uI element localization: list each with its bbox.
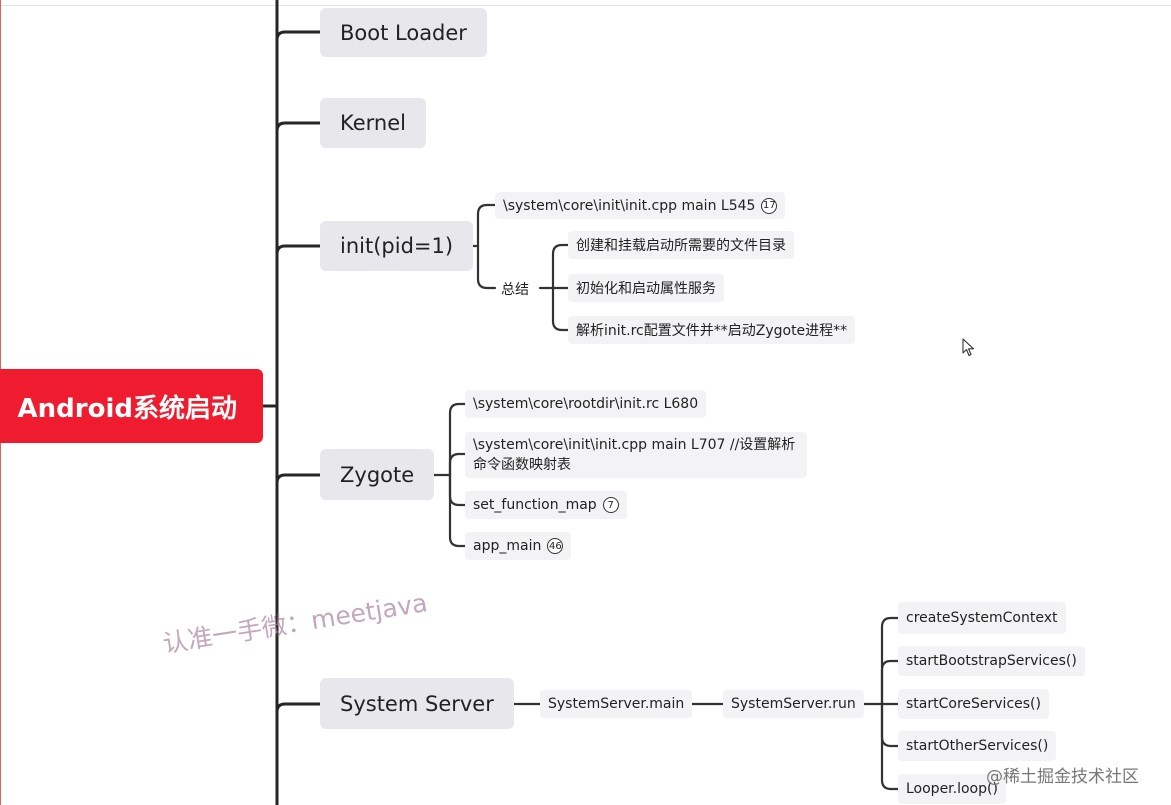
- node-zygote-child-2[interactable]: \system\core\init\init.cpp main L707 //设…: [465, 432, 807, 478]
- count-badge[interactable]: 46: [547, 538, 564, 554]
- node-system-server[interactable]: System Server: [320, 678, 514, 729]
- node-ss-child-2[interactable]: startBootstrapServices(): [898, 646, 1085, 676]
- node-boot-loader[interactable]: Boot Loader: [320, 8, 487, 57]
- edge-boot-loader: [275, 30, 322, 42]
- edge-summary-item-3: [551, 286, 570, 332]
- edge-ss-child-5: [880, 702, 900, 791]
- node-ss-child-5[interactable]: Looper.loop(): [898, 774, 1006, 804]
- node-ss-child-4[interactable]: startOtherServices(): [898, 731, 1057, 761]
- node-zygote[interactable]: Zygote: [320, 449, 435, 500]
- edge-ss-child-2: [880, 659, 900, 706]
- node-zygote-child-4[interactable]: app_main 46: [465, 532, 572, 560]
- mouse-cursor-icon: [962, 338, 975, 357]
- node-ss-run[interactable]: SystemServer.run: [723, 690, 864, 718]
- node-summary-item-2[interactable]: 初始化和启动属性服务: [568, 274, 724, 302]
- edge-zygote: [275, 473, 322, 485]
- node-kernel[interactable]: Kernel: [320, 98, 426, 148]
- edge-ss-child-4: [880, 702, 900, 748]
- top-divider: [0, 5, 1171, 6]
- edge-ss-child-1: [880, 616, 900, 706]
- count-badge[interactable]: 7: [602, 497, 619, 513]
- node-init-source-label: \system\core\init\init.cpp main L545: [503, 197, 756, 214]
- edge-init-summary: [476, 244, 497, 290]
- root-node[interactable]: Android系统启动: [0, 369, 263, 443]
- credit-text: @稀土掘金技术社区: [986, 767, 1139, 787]
- edge-system-server: [275, 702, 322, 714]
- edge-zygote-child-2: [448, 452, 467, 477]
- node-init-summary[interactable]: 总结: [501, 282, 529, 298]
- node-ss-child-1[interactable]: createSystemContext: [898, 602, 1066, 634]
- edge-kernel: [275, 121, 322, 133]
- node-zygote-child-3[interactable]: set_function_map 7: [465, 491, 627, 519]
- node-init[interactable]: init(pid=1): [320, 221, 474, 271]
- node-summary-item-3[interactable]: 解析init.rc配置文件并**启动Zygote进程**: [568, 316, 856, 344]
- node-ss-main[interactable]: SystemServer.main: [540, 690, 693, 718]
- node-summary-item-1[interactable]: 创建和挂载启动所需要的文件目录: [568, 231, 794, 259]
- edge-zygote-child-4: [448, 473, 467, 548]
- node-zygote-child-1[interactable]: \system\core\rootdir\init.rc L680: [465, 390, 707, 418]
- node-zygote-child-3-label: set_function_map: [473, 497, 597, 513]
- edge-zygote-child-1: [448, 402, 467, 477]
- edge-init: [275, 244, 322, 256]
- edge-summary-item-1: [551, 243, 570, 290]
- node-zygote-child-4-label: app_main: [473, 538, 542, 554]
- edge-zygote-child-3: [448, 473, 467, 507]
- node-init-source[interactable]: \system\core\init\init.cpp main L545 17: [495, 192, 786, 219]
- count-badge[interactable]: 17: [761, 197, 778, 214]
- edge-init-source: [476, 203, 497, 248]
- node-ss-child-3[interactable]: startCoreServices(): [898, 689, 1049, 719]
